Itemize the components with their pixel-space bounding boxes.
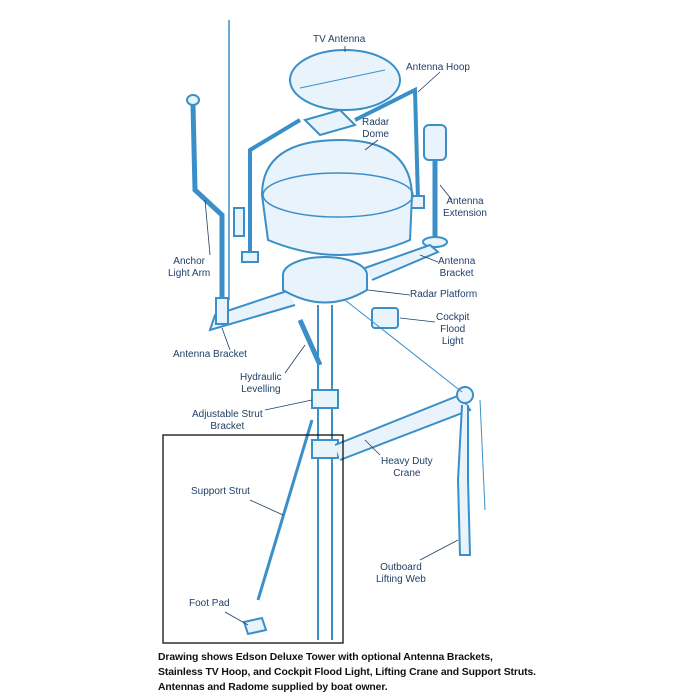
anchor-light-arm <box>190 104 225 300</box>
antenna-bracket-right <box>364 243 440 281</box>
label-line: Cockpit <box>436 312 470 323</box>
support-strut <box>256 419 314 601</box>
caption-line: Stainless TV Hoop, and Cockpit Flood Lig… <box>158 667 536 678</box>
heavy-duty-crane <box>334 393 472 461</box>
label-line: Radar <box>362 117 390 128</box>
foot-pad <box>242 616 268 636</box>
label-line: Lifting Web <box>376 574 426 585</box>
cockpit-flood-light <box>371 307 399 329</box>
label-line: Bracket <box>439 268 474 279</box>
label-line: Antenna <box>438 256 476 267</box>
label-antenna-bracket-left: Antenna Bracket <box>173 349 247 360</box>
caption: Drawing shows Edson Deluxe Tower with op… <box>158 650 558 695</box>
label-line: Levelling <box>241 384 281 395</box>
label-support-strut: Support Strut <box>191 486 250 497</box>
antenna-hoop <box>248 86 420 255</box>
caption-line: Antennas and Radome supplied by boat own… <box>158 682 388 693</box>
label-foot-pad: Foot Pad <box>189 598 230 609</box>
tv-antenna-mount <box>303 108 357 137</box>
label-line: Anchor <box>173 256 205 267</box>
tower-mast <box>317 305 333 640</box>
label-radar-platform: Radar Platform <box>410 289 478 300</box>
label-line: Extension <box>443 208 487 219</box>
label-line: Adjustable Strut <box>192 409 263 420</box>
label-tv-antenna: TV Antenna <box>313 34 366 45</box>
hydraulic-levelling <box>297 318 323 367</box>
label-line: Light <box>441 336 464 347</box>
anchor-light <box>186 94 200 106</box>
label-antenna-hoop: Antenna Hoop <box>406 62 470 73</box>
label-line: Bracket <box>210 421 245 432</box>
support-strut-inset-box <box>162 434 344 644</box>
label-line: Crane <box>393 468 421 479</box>
label-line: Hydraulic <box>240 372 282 383</box>
radar-dome <box>260 138 414 256</box>
antenna-bracket-left <box>208 289 296 332</box>
label-line: Light Arm <box>168 268 211 279</box>
caption-line: Drawing shows Edson Deluxe Tower with op… <box>158 652 493 663</box>
label-line: Flood <box>440 324 466 335</box>
label-line: Dome <box>362 129 389 140</box>
label-line: Heavy Duty <box>381 456 433 467</box>
label-line: Outboard <box>380 562 422 573</box>
antenna-extension-light <box>423 124 447 161</box>
tv-antenna-dish <box>289 49 401 111</box>
outboard-lifting-web <box>456 404 472 556</box>
label-line: Antenna <box>446 196 484 207</box>
